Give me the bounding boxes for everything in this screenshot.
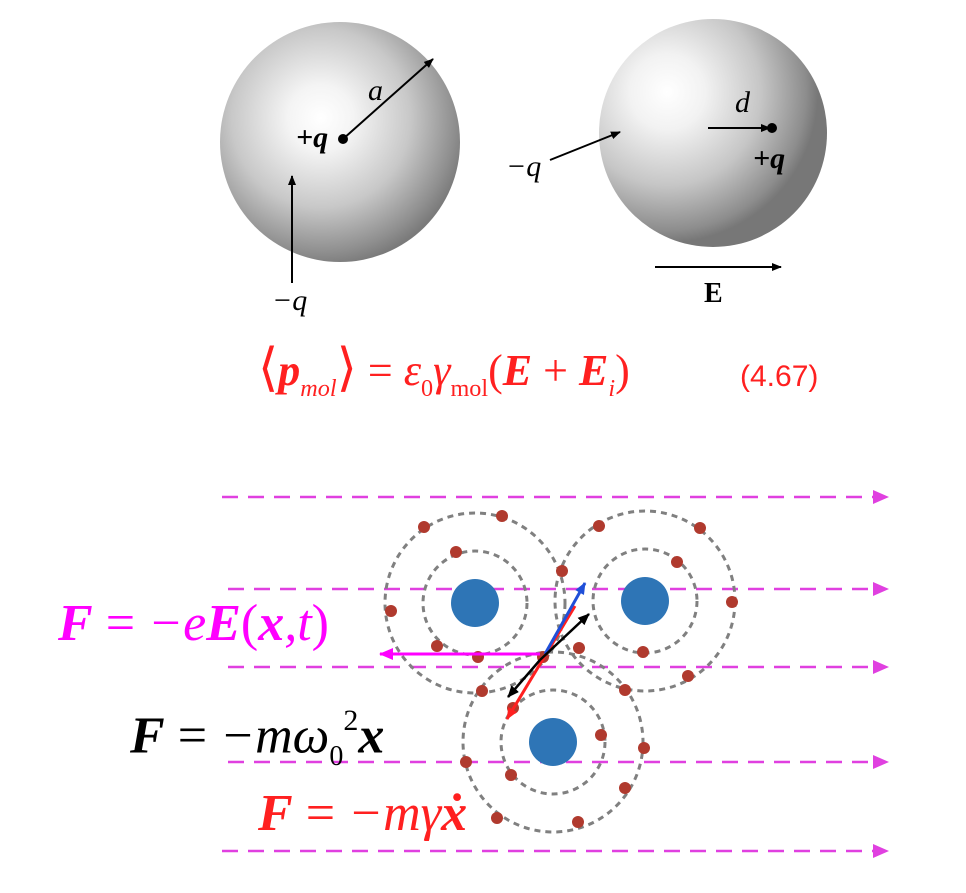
electron xyxy=(431,640,443,652)
omega-subscript: 0 xyxy=(329,741,344,773)
shifted-charge-label: +q xyxy=(753,142,785,175)
electric-force-rhs: −e xyxy=(148,595,207,652)
paren-open: ( xyxy=(240,595,259,652)
dipole-symbol: p xyxy=(278,346,301,395)
field-symbol: E xyxy=(206,595,241,652)
electron xyxy=(491,812,503,824)
displacement-label: d xyxy=(735,86,751,119)
force-symbol: F xyxy=(130,707,165,765)
electron xyxy=(593,520,605,532)
damping-force-equation: F = −mγẋ xyxy=(258,785,468,842)
electron xyxy=(572,816,584,828)
radius-label: a xyxy=(368,74,383,107)
force-symbol: F xyxy=(58,595,93,652)
electron xyxy=(638,742,650,754)
dipole-subscript: mol xyxy=(300,374,337,402)
restoring-force-arrow xyxy=(507,659,541,698)
electron-cloud-sphere xyxy=(599,19,827,247)
time-arg: ,t xyxy=(284,595,312,652)
outer-charge-label: −q xyxy=(272,284,307,317)
outer-charge-arrow xyxy=(549,131,621,161)
electron xyxy=(460,756,472,768)
electron xyxy=(496,510,508,522)
omega-exponent: 2 xyxy=(343,704,359,737)
nucleus xyxy=(451,579,499,627)
damping-force-arrow xyxy=(505,605,577,720)
outer-shell xyxy=(461,650,645,834)
outer-charge-label: −q xyxy=(506,150,541,183)
electron xyxy=(682,670,694,682)
electron xyxy=(505,769,517,781)
nucleus-dot xyxy=(338,134,348,144)
velocity-arrow xyxy=(543,582,587,655)
electron xyxy=(556,565,568,577)
arrowhead xyxy=(873,755,889,769)
electron xyxy=(450,546,462,558)
damping-force-rhs: −mγ xyxy=(348,785,442,842)
electric-force-equation: F = −eE(x,t) xyxy=(58,595,329,652)
restoring-force-equation: F = −mω02x xyxy=(130,704,385,773)
field-line-arrowheads xyxy=(873,490,889,858)
gamma-symbol: γ xyxy=(433,346,451,395)
electron xyxy=(573,642,585,654)
paren-close: ) xyxy=(311,595,329,652)
electron xyxy=(385,605,397,617)
equals-sign: = xyxy=(367,346,393,395)
electron xyxy=(418,521,430,533)
electrons xyxy=(385,510,738,828)
electron xyxy=(619,684,631,696)
electron xyxy=(595,729,607,741)
nucleus xyxy=(529,718,577,766)
arrowhead xyxy=(873,490,889,504)
epsilon-symbol: ε xyxy=(403,346,422,395)
equation-number: (4.67) xyxy=(740,360,819,393)
electron xyxy=(671,556,683,568)
arrowhead xyxy=(873,582,889,596)
polarization-equation: ⟨pmol⟩ = ε0γmol(E + Ei) xyxy=(258,340,630,402)
inner-shell xyxy=(499,688,607,796)
arrowhead xyxy=(873,844,889,858)
electron xyxy=(726,596,738,608)
angle-open: ⟨ xyxy=(258,340,279,397)
force-symbol: F xyxy=(258,785,293,842)
unpolarized-atom: a +q −q xyxy=(220,22,460,317)
shifted-nucleus-dot xyxy=(767,123,777,133)
velocity-symbol: ẋ xyxy=(441,785,468,842)
electron xyxy=(637,646,649,658)
radius-arrow xyxy=(342,58,434,140)
field-symbol: E xyxy=(502,346,533,395)
arrowhead xyxy=(873,660,889,674)
epsilon-subscript: 0 xyxy=(421,374,434,402)
center-charge-label: +q xyxy=(296,121,328,154)
angle-close: ⟩ xyxy=(336,340,357,397)
position-symbol: x xyxy=(258,595,285,652)
field-label: E xyxy=(704,278,723,309)
outer-shell xyxy=(383,511,567,695)
gamma-subscript: mol xyxy=(450,374,489,402)
nuclei xyxy=(451,577,669,766)
electron xyxy=(694,522,706,534)
electron xyxy=(476,685,488,697)
position-symbol: x xyxy=(358,707,385,765)
restoring-force-rhs: −mω xyxy=(220,707,330,765)
restoring-force-arrow xyxy=(539,613,590,661)
electron xyxy=(619,782,631,794)
polarized-atom: d +q −q E xyxy=(506,19,827,309)
internal-field-subscript: i xyxy=(608,374,616,402)
internal-field-symbol: E xyxy=(578,346,609,395)
nucleus xyxy=(621,577,669,625)
